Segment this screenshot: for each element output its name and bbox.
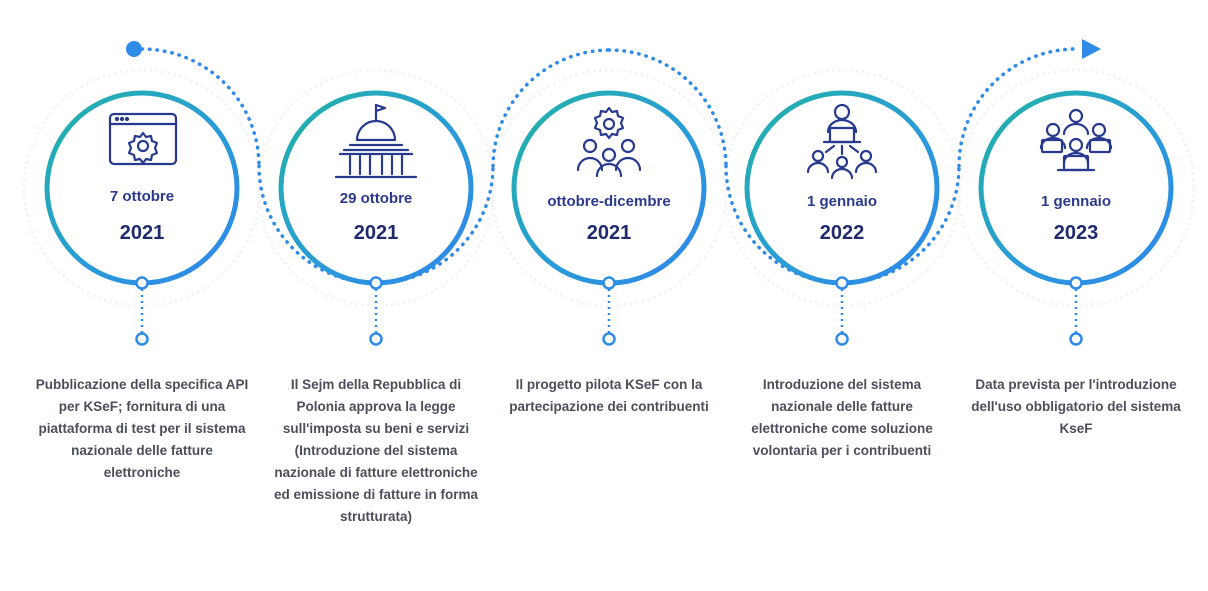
team-laptops-icon	[1039, 108, 1113, 172]
milestone-description-5: Data prevista per l'introduzione dell'us…	[971, 377, 1181, 436]
milestone-date-2: 29 ottobre	[339, 190, 413, 207]
milestone-year-2: 2021	[353, 222, 399, 244]
milestone-year-4: 2022	[819, 222, 865, 244]
milestone-date-3: ottobre-dicembre	[547, 193, 671, 210]
milestone-description-3: Il progetto pilota KSeF con la partecipa…	[509, 377, 709, 414]
milestone-year-1: 2021	[119, 222, 165, 244]
timeline-end-arrow	[1082, 39, 1101, 59]
milestone-description-4: Introduzione del sistema nazionale delle…	[751, 377, 933, 458]
stem-3	[602, 276, 616, 346]
parliament-building-icon	[334, 103, 418, 179]
milestone-date-1: 7 ottobre	[109, 188, 175, 205]
milestone-description-2: Il Sejm della Repubblica di Polonia appr…	[273, 377, 479, 524]
team-gear-icon	[576, 106, 642, 178]
milestone-circle-3	[511, 90, 707, 286]
stem-1	[135, 276, 149, 346]
milestone-year-3: 2021	[586, 222, 632, 244]
timeline-start-dot	[126, 41, 142, 57]
presenter-network-icon	[806, 103, 878, 180]
milestone-date-5: 1 gennaio	[1040, 193, 1111, 210]
milestone-stems	[135, 276, 1083, 346]
milestone-circle-4	[744, 90, 940, 286]
milestone-description-1: Pubblicazione della specifica API per KS…	[35, 377, 249, 480]
api-gear-window-icon	[108, 112, 178, 166]
stem-4	[835, 276, 849, 346]
stem-2	[369, 276, 383, 346]
stem-5	[1069, 276, 1083, 346]
milestone-date-4: 1 gennaio	[806, 193, 877, 210]
milestone-year-5: 2023	[1053, 222, 1099, 244]
